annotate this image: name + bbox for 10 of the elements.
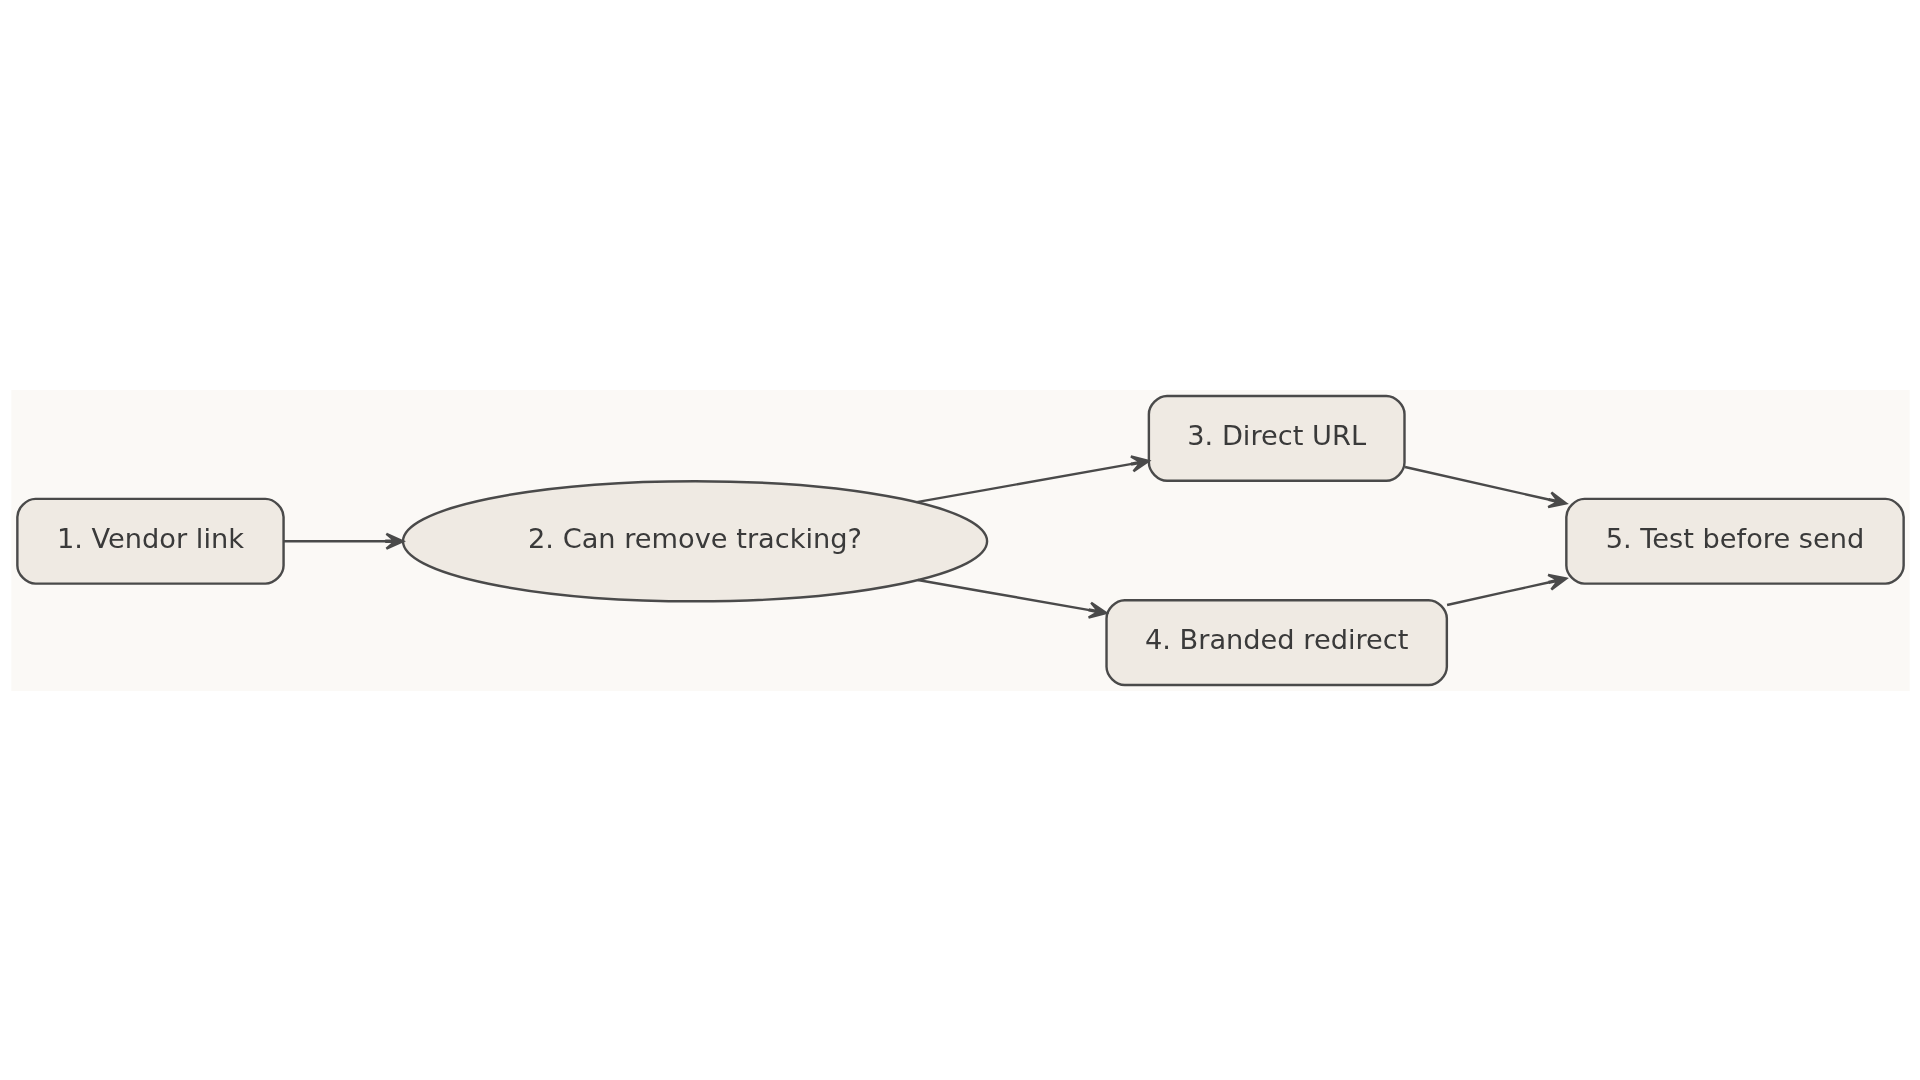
node-box: 1. Vendor link [15, 497, 285, 585]
node-ellipse: 2. Can remove tracking? [401, 479, 988, 602]
node-box: 5. Test before send [1564, 497, 1905, 585]
arrow [917, 578, 1107, 619]
arrow [915, 454, 1150, 503]
arrow [1404, 465, 1567, 508]
arrow [1446, 573, 1567, 606]
node-box: 3. Direct URL [1147, 394, 1406, 482]
node-box: 4. Branded redirect [1104, 598, 1448, 686]
arrow [283, 532, 404, 550]
